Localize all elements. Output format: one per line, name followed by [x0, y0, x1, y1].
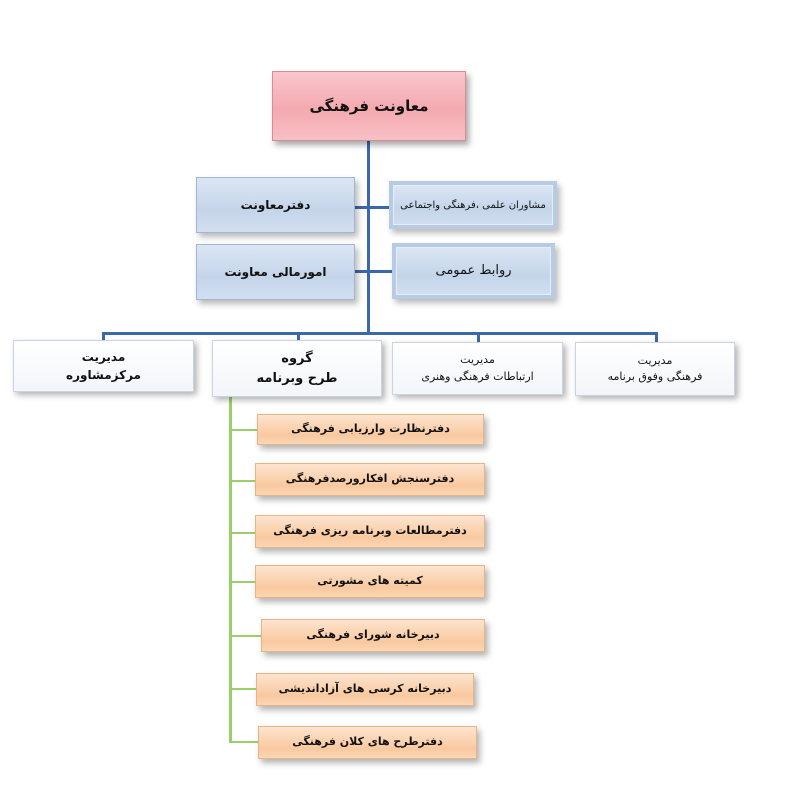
- department-extracurricular: مدیریت فرهنگی وفوق برنامه: [575, 342, 735, 396]
- root-node: معاونت فرهنگی: [272, 71, 466, 141]
- department-planning-group: گروه طرح وبرنامه: [212, 340, 382, 397]
- sub-office-1: دفترنظارت وارزیابی فرهنگی: [257, 414, 484, 445]
- department-line1: مدیریت: [637, 353, 673, 367]
- office-label: دفترمعاونت: [240, 198, 311, 212]
- sub-office-label: کمیته های مشورتی: [317, 574, 423, 588]
- public-relations-label: روابط عمومی: [435, 263, 512, 279]
- department-cultural-communications: مدیریت ارتباطات فرهنگی وهنری: [392, 342, 563, 395]
- sub-office-label: دبیرخانه کرسی های آزاداندیشی: [278, 682, 452, 696]
- department-line1: مدیریت: [81, 350, 126, 364]
- trunk-connector: [367, 140, 370, 334]
- sub-connector-7: [229, 741, 258, 743]
- sub-office-3: دفترمطالعات وبرنامه ریزی فرهنگی: [255, 515, 485, 548]
- drop-dept-4: [655, 332, 658, 343]
- sub-office-4: کمیته های مشورتی: [255, 565, 485, 598]
- finance-label: امورمالی معاونت: [224, 265, 327, 279]
- connector-finance: [355, 270, 369, 273]
- department-line1: گروه: [281, 351, 313, 366]
- sub-connector-3: [229, 532, 255, 534]
- sub-office-label: دفترمطالعات وبرنامه ریزی فرهنگی: [273, 524, 467, 538]
- sub-connector-5: [229, 635, 261, 637]
- drop-dept-3: [477, 332, 480, 343]
- sub-office-label: دفترطرح های کلان فرهنگی: [292, 735, 443, 749]
- sub-office-6: دبیرخانه کرسی های آزاداندیشی: [256, 673, 474, 706]
- department-line2: مرکزمشاوره: [66, 368, 141, 382]
- sub-office-label: دفترسنجش افکارورصدفرهنگی: [285, 472, 455, 486]
- drop-dept-1: [102, 332, 105, 343]
- finance-node: امورمالی معاونت: [196, 244, 355, 300]
- root-label: معاونت فرهنگی: [309, 96, 429, 115]
- office-node: دفترمعاونت: [196, 177, 355, 233]
- connector-office: [355, 206, 369, 209]
- sub-connector-4: [229, 581, 255, 583]
- connector-public-relations: [369, 270, 392, 273]
- sub-connector-2: [229, 480, 255, 482]
- sub-office-7: دفترطرح های کلان فرهنگی: [258, 726, 477, 759]
- advisors-node: مشاوران علمی ،فرهنگی واجتماعی: [389, 181, 557, 229]
- sub-connector-6: [229, 688, 256, 690]
- sub-office-label: دفترنظارت وارزیابی فرهنگی: [291, 422, 450, 436]
- drop-dept-2: [297, 332, 300, 343]
- department-line2: ارتباطات فرهنگی وهنری: [421, 369, 534, 383]
- sub-office-label: دبیرخانه شورای فرهنگی: [306, 628, 440, 642]
- advisors-label: مشاوران علمی ،فرهنگی واجتماعی: [400, 199, 546, 211]
- sub-connector-1: [229, 429, 257, 431]
- sub-office-2: دفترسنجش افکارورصدفرهنگی: [255, 463, 485, 496]
- department-line2: فرهنگی وفوق برنامه: [607, 370, 703, 383]
- connector-advisors: [369, 206, 389, 209]
- sub-trunk-connector: [229, 397, 232, 742]
- public-relations-node: روابط عمومی: [392, 243, 555, 299]
- sub-office-5: دبیرخانه شورای فرهنگی: [261, 619, 485, 652]
- department-line2: طرح وبرنامه: [256, 370, 338, 386]
- department-line1: مدیریت: [460, 353, 495, 366]
- department-counseling-center: مدیریت مرکزمشاوره: [13, 340, 194, 392]
- horizontal-connector: [102, 332, 658, 335]
